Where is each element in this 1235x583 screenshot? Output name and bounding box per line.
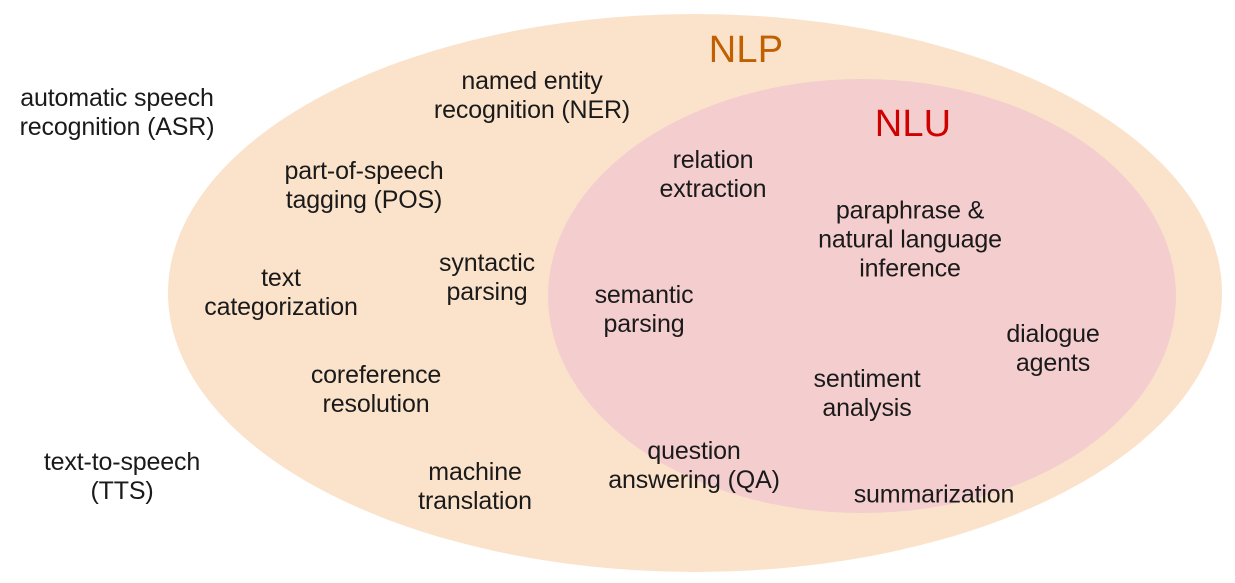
nlu-set-ellipse (548, 79, 1176, 513)
venn-item-label: part-of-speech tagging (POS) (284, 157, 444, 214)
venn-item-label: text-to-speech (TTS) (43, 448, 201, 505)
venn-item-label: question answering (QA) (608, 437, 780, 494)
venn-item-label: syntactic parsing (439, 249, 535, 306)
venn-item-label: named entity recognition (NER) (433, 67, 631, 124)
venn-item-label: machine translation (418, 458, 532, 515)
venn-item-label: summarization (853, 480, 1015, 509)
nlu-set-label: NLU (874, 103, 952, 145)
venn-item-label: sentiment analysis (813, 365, 921, 422)
venn-item-label: automatic speech recognition (ASR) (19, 84, 215, 141)
venn-item-label: semantic parsing (594, 281, 694, 338)
venn-item-label: text categorization (204, 264, 358, 321)
venn-item-label: paraphrase & natural language inference (818, 196, 1002, 283)
venn-item-label: coreference resolution (310, 361, 442, 418)
venn-item-label: dialogue agents (1006, 320, 1100, 377)
venn-item-label: relation extraction (659, 146, 767, 203)
nlp-set-label: NLP (708, 29, 784, 71)
